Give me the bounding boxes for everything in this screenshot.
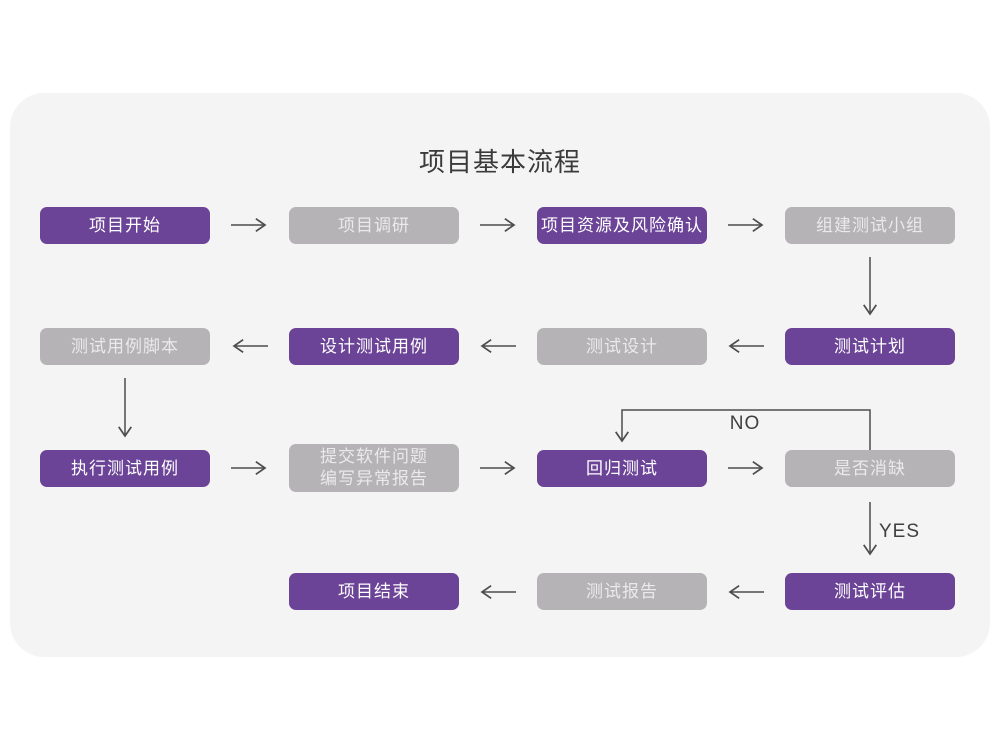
flow-node-design-test-cases: 设计测试用例 <box>289 328 459 365</box>
flowchart-card <box>10 93 990 657</box>
flow-node-resource-risk: 项目资源及风险确认 <box>537 207 707 244</box>
page-title: 项目基本流程 <box>418 147 581 177</box>
flow-node-project-research: 项目调研 <box>289 207 459 244</box>
flow-node-test-plan: 测试计划 <box>785 328 955 365</box>
flow-node-test-evaluation: 测试评估 <box>785 573 955 610</box>
flow-node-build-test-team: 组建测试小组 <box>785 207 955 244</box>
flow-node-execute-test-cases: 执行测试用例 <box>40 450 210 487</box>
flow-node-submit-issues: 提交软件问题 编写异常报告 <box>289 444 459 492</box>
edge-label-no: NO <box>729 413 761 434</box>
flow-node-project-end: 项目结束 <box>289 573 459 610</box>
edge-label-yes: YES <box>879 521 921 542</box>
flow-node-test-design: 测试设计 <box>537 328 707 365</box>
flow-node-regression-test: 回归测试 <box>537 450 707 487</box>
flow-node-test-case-script: 测试用例脚本 <box>40 328 210 365</box>
flow-node-defect-cleared: 是否消缺 <box>785 450 955 487</box>
flow-node-project-start: 项目开始 <box>40 207 210 244</box>
flow-node-test-report: 测试报告 <box>537 573 707 610</box>
